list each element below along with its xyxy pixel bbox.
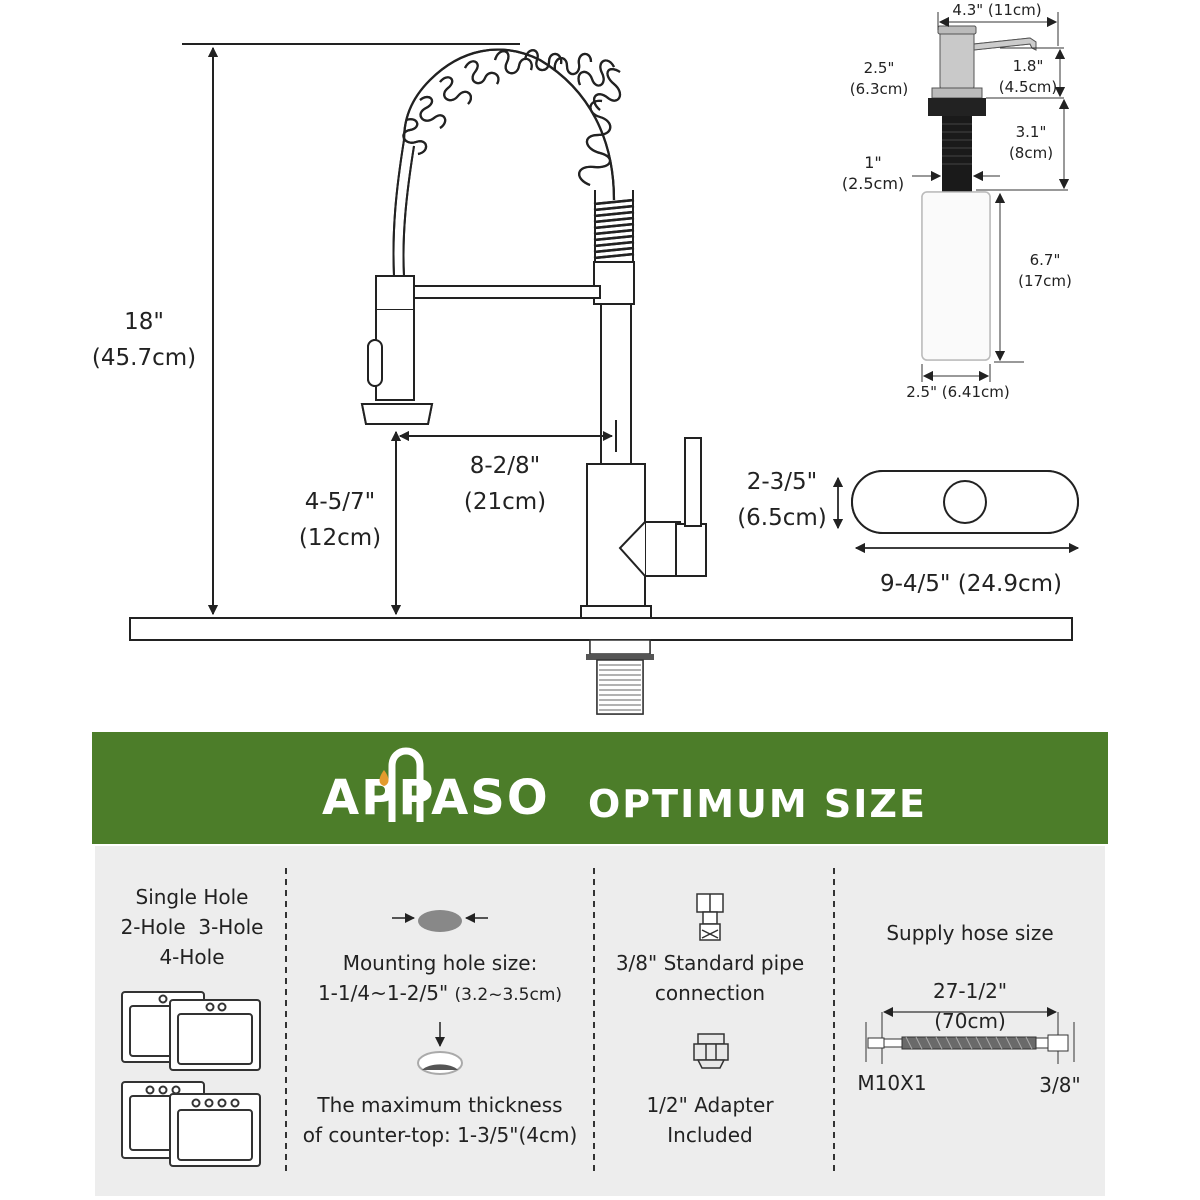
soap-shank-diameter-label: 1" (2.5cm)	[841, 153, 905, 193]
brand-banner	[92, 732, 1108, 844]
faucet-height-label: 18" (45.7cm)	[91, 309, 197, 371]
banner-tagline: OPTIMUM SIZE	[588, 782, 927, 826]
hose-title: Supply hose size	[886, 921, 1054, 945]
installation-info-panel	[95, 846, 1105, 1196]
brand-logo: APPASO	[322, 770, 550, 826]
adapter-text: 1/2" Adapter Included	[646, 1093, 774, 1147]
deck-plate-width-label: 9-4/5" (24.9cm)	[879, 571, 1063, 597]
hole-options-text: Single Hole 2-Hole 3-Hole 4-Hole	[120, 885, 264, 969]
spout-height-label: 4-5/7" (12cm)	[298, 489, 382, 551]
soap-bottle-width-label: 2.5" (6.41cm)	[906, 383, 1010, 401]
soap-head-width-label: 2.5" (6.3cm)	[849, 59, 909, 98]
hose-end-right-label: 3/8"	[1039, 1073, 1081, 1097]
hose-length-label: 27-1/2" (70cm)	[932, 979, 1008, 1033]
faucet-reach-label: 8-2/8" (21cm)	[463, 453, 547, 515]
soap-bottle-height-label: 6.7" (17cm)	[1018, 251, 1072, 290]
pipe-connection-text: 3/8" Standard pipe connection	[615, 951, 805, 1005]
soap-head-height-label: 1.8" (4.5cm)	[998, 57, 1058, 96]
soap-shank-length-label: 3.1" (8cm)	[1008, 123, 1054, 162]
mounting-hole-text: Mounting hole size: 1-1/4~1-2/5" (3.2~3.…	[317, 951, 563, 1005]
hose-end-left-label: M10X1	[857, 1071, 927, 1095]
countertop-thickness-text: The maximum thickness of counter-top: 1-…	[302, 1093, 578, 1147]
deck-plate-height-label: 2-3/5" (6.5cm)	[737, 469, 827, 531]
soap-spout-length-label: 4.3" (11cm)	[952, 1, 1042, 19]
